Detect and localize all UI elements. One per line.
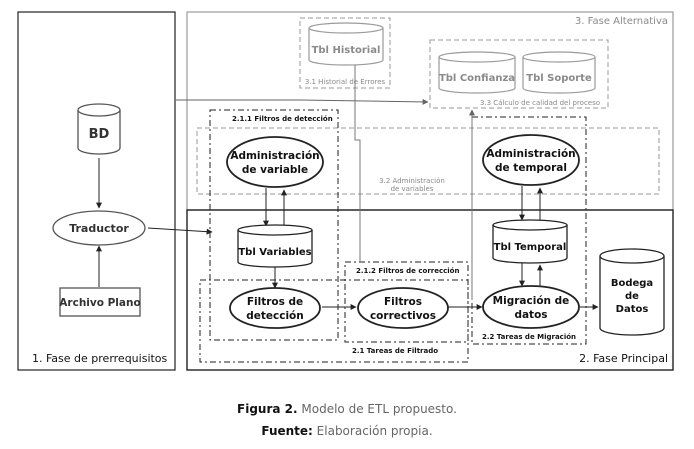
group-admin-variables-label-2: de variables [391,185,434,193]
group-historial-errores-label: 3.1 Historial de Errores [305,78,386,86]
phase-alternative-label: 3. Fase Alternativa [575,16,668,27]
bd-label: BD [89,127,110,142]
admin-variable-label-2: de variable [242,164,308,176]
tbl-variables-cylinder: Tbl Variables [237,224,313,268]
connectors [96,59,599,310]
figure-caption: Figura 2. Modelo de ETL propuesto. [0,402,694,416]
arrow-traductor-variables [147,227,213,235]
phase-principal-frame: 2. Fase Principal [186,209,674,371]
admin-variable-label-1: Administración [230,150,319,162]
source-caption: Fuente: Elaboración propia. [0,424,694,438]
tbl-soporte-label: Tbl Soporte [526,73,592,84]
figure-text: Modelo de ETL propuesto. [301,402,457,416]
tbl-confianza-cylinder: Tbl Confianza [438,51,516,94]
group-filtros-deteccion: 2.1.1 Filtros de detección [209,109,339,341]
admin-temporal-label-1: Administración [486,148,575,160]
tbl-soporte-cylinder: Tbl Soporte [522,51,596,94]
group-calculo-calidad: 3.3 Cálculo de calidad del proceso [429,39,609,109]
filtros-deteccion-label-2: detección [246,310,304,322]
source-text: Elaboración propia. [316,424,433,438]
tbl-historial-cylinder: Tbl Historial [308,22,384,66]
arrow-filtcor-historial [352,59,361,262]
archivo-plano-label: Archivo Plano [59,297,140,309]
filtros-correctivos-label-2: correctivos [370,310,436,322]
source-label: Fuente: [261,424,313,438]
migracion-node: Migración de datos [482,285,580,329]
traductor-label: Traductor [69,222,129,235]
tbl-confianza-label: Tbl Confianza [439,73,515,84]
group-filtros-correccion-label: 2.1.2 Filtros de corrección [356,267,459,275]
admin-variable-node: Administración de variable [226,136,324,188]
phase-prereq-frame: 1. Fase de prerrequisitos [17,11,176,371]
filtros-correctivos-node: Filtros correctivos [357,287,449,329]
filtros-correctivos-label-1: Filtros [384,296,422,308]
filtros-deteccion-node: Filtros de detección [229,287,321,329]
figure-label: Figura 2. [237,402,298,416]
group-calculo-calidad-label: 3.3 Cálculo de calidad del proceso [480,99,600,107]
bd-cylinder: BD [77,103,121,155]
tbl-temporal-label: Tbl Temporal [494,242,567,253]
phase-prereq-label: 1. Fase de prerrequisitos [32,352,168,365]
bodega-label-1: Bodega [611,278,653,289]
migracion-label-2: datos [514,309,547,321]
group-tareas-filtrado: 2.1 Tareas de Filtrado [199,279,469,363]
tbl-temporal-cylinder: Tbl Temporal [492,219,568,264]
archivo-plano-node: Archivo Plano [59,287,141,317]
arrow-prereq-calculo [176,98,429,105]
group-tareas-filtrado-label: 2.1 Tareas de Filtrado [352,347,438,355]
group-tareas-migracion: 2.2 Tareas de Migración [471,116,587,345]
group-filtros-deteccion-label: 2.1.1 Filtros de detección [232,115,333,123]
bodega-label-3: Datos [616,304,649,315]
phase-principal-label: 2. Fase Principal [579,352,668,365]
bodega-cylinder: Bodega de Datos [599,248,665,336]
filtros-deteccion-label-1: Filtros de [247,296,303,308]
group-tareas-migracion-label: 2.2 Tareas de Migración [482,333,576,341]
tbl-historial-label: Tbl Historial [312,45,381,56]
admin-temporal-label-2: de temporal [495,162,567,174]
group-historial-errores: 3.1 Historial de Errores [299,17,391,89]
migracion-label-1: Migración de [493,295,570,307]
traductor-node: Traductor [52,210,146,246]
bodega-label-2: de [625,291,639,302]
admin-temporal-node: Administración de temporal [482,134,580,186]
group-admin-variables: 3.2 Administración de variables [196,127,660,195]
tbl-variables-label: Tbl Variables [238,247,311,258]
group-admin-variables-label-1: 3.2 Administración [379,177,445,185]
